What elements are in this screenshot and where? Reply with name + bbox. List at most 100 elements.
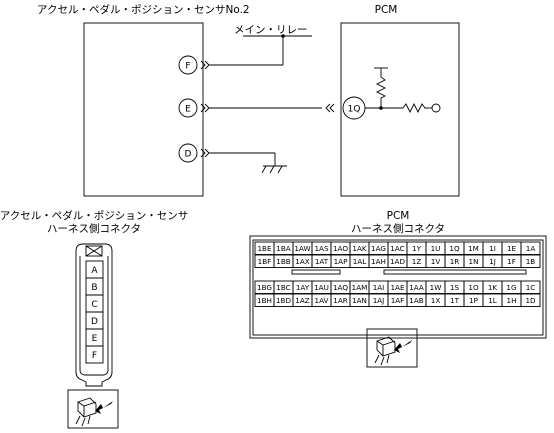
pcm-pin-label: 1G — [506, 283, 516, 292]
pcm-pin-label: 1AI — [373, 283, 385, 292]
pcm-pin-label: 1AB — [409, 296, 423, 305]
pcm-pin-label: 1V — [431, 257, 441, 266]
pcm-pin-label: 1AP — [334, 257, 348, 266]
pcm-pin-cell — [520, 280, 541, 294]
pcm-pin-label: 1I — [489, 244, 496, 253]
terminal-circle — [431, 103, 441, 113]
pcm-pin-label: 1AL — [353, 257, 367, 266]
pcm-pin-label: 1AM — [352, 283, 368, 292]
pcm-pin-label: 1BA — [276, 244, 291, 253]
pcm-pin-label: 1T — [450, 296, 460, 305]
pcm-pin-label: 1AF — [391, 296, 405, 305]
pcm-pin-label: 1BG — [257, 283, 272, 292]
connector-view-icon — [67, 389, 119, 429]
pcm-title: PCM — [375, 4, 398, 16]
pin-label: 1Q — [348, 105, 361, 115]
pcm-pin-label: 1AC — [390, 244, 404, 253]
pcm-pin-label: 1BD — [276, 296, 292, 305]
pcm-pin-label: 1AG — [371, 244, 386, 253]
pcm-pin-label: 1B — [526, 257, 536, 266]
pcm-connector-title-1: PCM — [387, 210, 410, 222]
pcm-pin-label: 1H — [507, 296, 517, 305]
sensor-pin-e: E — [178, 98, 198, 118]
series-resistor — [402, 102, 428, 114]
connector-mark-d — [200, 148, 210, 158]
sensor-pin-d: D — [178, 143, 198, 163]
sensor-pin-f: F — [178, 55, 198, 75]
main-relay-label: メイン・リレー — [234, 24, 308, 36]
sensor-pin-cell — [85, 345, 104, 364]
pcm-pin-label: 1D — [525, 296, 536, 305]
pcm-pin-label: 1U — [431, 244, 441, 253]
pcm-pin-label: 1J — [489, 257, 496, 266]
lock-tab-cross — [85, 245, 103, 257]
pcm-pin-label: 1M — [468, 244, 479, 253]
sensor-pin-label: F — [92, 351, 97, 361]
pcm-pin-label: 1Q — [449, 244, 460, 253]
pcm-pin-label: 1AW — [294, 244, 310, 253]
pcm-pin-label: 1AN — [352, 296, 367, 305]
pcm-pin-label: 1AU — [314, 283, 329, 292]
pcm-pin-label: 1AY — [296, 283, 310, 292]
pcm-pin-label: 1F — [507, 257, 516, 266]
pcm-pin-label: 1C — [526, 283, 536, 292]
pcm-pin-label: 1R — [450, 257, 460, 266]
pcm-pin-label: 1W — [430, 283, 442, 292]
pcm-pin-cell — [520, 293, 541, 307]
pcm-pin-label: 1E — [507, 244, 517, 253]
key-slot-right — [383, 269, 527, 275]
pcm-pin-label: 1BB — [276, 257, 291, 266]
connector-mark-1q — [325, 103, 335, 113]
pcm-pin-label: 1AZ — [295, 296, 309, 305]
pin-circle — [178, 143, 198, 163]
pin-circle — [178, 55, 198, 75]
sensor-pin-label: B — [91, 283, 97, 293]
pcm-pin-label: 1AK — [352, 244, 366, 253]
pcm-pin-label: 1BH — [257, 296, 272, 305]
pcm-pin-label: 1Y — [412, 244, 422, 253]
pin-label: D — [185, 150, 192, 160]
sensor-connector-title-1: アクセル・ペダル・ポジション・センサ — [0, 209, 188, 222]
sensor-pin-label: D — [91, 317, 98, 327]
connector-view-icon — [366, 328, 418, 368]
pcm-pin-label: 1BC — [276, 283, 290, 292]
sensor-title: アクセル・ペダル・ポジション・センサNo.2 — [37, 3, 250, 16]
sensor-pin-label: C — [91, 300, 97, 310]
pcm-pin-label: 1S — [450, 283, 460, 292]
pcm-pin-label: 1AS — [314, 244, 328, 253]
pcm-pin-label: 1L — [488, 296, 497, 305]
ground-icon — [261, 165, 287, 174]
pcm-pin-label: 1N — [469, 257, 479, 266]
pcm-pin-label: 1A — [526, 244, 536, 253]
pcm-pin-cell — [520, 241, 541, 255]
pin-circle — [178, 98, 198, 118]
sensor-connector-title-2: ハーネス側コネクタ — [47, 222, 141, 235]
pcm-pin-label: 1BE — [257, 244, 272, 253]
pcm-pin-label: 1AR — [333, 296, 347, 305]
pcm-pin-label: 1O — [468, 283, 479, 292]
pcm-pin-label: 1AA — [409, 283, 424, 292]
pcm-pin-label: 1AQ — [333, 283, 348, 292]
pcm-pin-label: 1K — [488, 283, 498, 292]
pcm-pin-label: 1X — [431, 296, 441, 305]
pcm-pin-label: 1BF — [258, 257, 272, 266]
pcm-pin-label: 1AT — [315, 257, 329, 266]
pcm-pin-label: 1AJ — [373, 296, 385, 305]
pcm-pin-cell — [520, 254, 541, 268]
pcm-pin-label: 1AD — [390, 257, 405, 266]
pin-label: E — [185, 105, 191, 115]
pcm-connector-outer — [249, 235, 547, 339]
pullup-resistor — [375, 76, 387, 108]
sensor-pin-label: A — [91, 266, 98, 276]
pcm-pin-1q: 1Q — [342, 96, 366, 120]
key-slot-left — [291, 269, 341, 275]
pcm-box — [340, 22, 460, 197]
pcm-connector-title-2: ハーネス側コネクタ — [351, 222, 445, 235]
lock-tab — [85, 245, 103, 257]
pcm-pin-label: 1AE — [390, 283, 404, 292]
